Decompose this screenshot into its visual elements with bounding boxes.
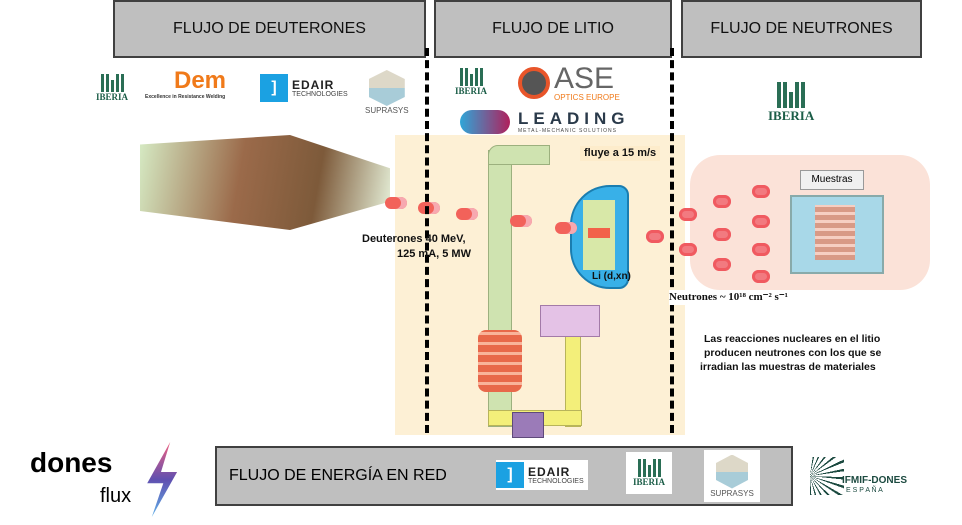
header-deuterons: FLUJO DE DEUTERONES xyxy=(113,0,426,58)
suprasys-logo: SUPRASYS xyxy=(365,70,409,115)
header-lithium: FLUJO DE LITIO xyxy=(434,0,672,58)
header-label: FLUJO DE LITIO xyxy=(492,20,614,37)
leading-text: LEADING xyxy=(518,109,630,128)
iberia-mark-icon xyxy=(777,82,806,108)
neutron-particle xyxy=(713,258,731,271)
suprasys-logo: SUPRASYS xyxy=(704,450,760,502)
deuteron-beam-particle xyxy=(510,215,532,227)
samples-label: Muestras xyxy=(800,170,864,190)
pump-coil xyxy=(478,330,522,392)
iberia-logo: IBERIA xyxy=(626,452,672,494)
neutron-particle xyxy=(752,243,770,256)
ase-subtext: OPTICS EUROPE xyxy=(554,93,620,102)
deuteron-beam-particle xyxy=(555,222,577,234)
ifmif-text: IFMIF-DONES xyxy=(842,475,907,486)
deuterons-label-line1: Deuterones 40 MeV, xyxy=(362,233,466,245)
iberia-mark-icon xyxy=(459,68,483,86)
dones-flux-logo: dones flux xyxy=(30,442,210,520)
leading-logo: LEADING METAL-MECHANIC SOLUTIONS xyxy=(460,109,630,135)
edair-mark-icon: ] xyxy=(260,74,288,102)
neutron-particle xyxy=(679,208,697,221)
ifmif-subtext: E S P A Ñ A xyxy=(846,487,883,494)
deuteron-beam-particle xyxy=(418,202,440,214)
edair-subtext: TECHNOLOGIES xyxy=(292,90,348,98)
iberia-text: IBERIA xyxy=(455,86,488,96)
lightning-bolt-icon xyxy=(147,442,178,517)
deuterons-label-line2: 125 mA, 5 MW xyxy=(397,248,471,260)
reaction-label: Li (d,xn) xyxy=(592,271,631,282)
edair-subtext: TECHNOLOGIES xyxy=(528,477,584,485)
iberia-text: IBERIA xyxy=(768,108,815,123)
heat-exchanger xyxy=(540,305,600,337)
lithium-background xyxy=(395,135,685,435)
lithium-speed-label: fluye a 15 m/s xyxy=(580,146,661,161)
energy-flow-label: FLUJO DE ENERGÍA EN RED xyxy=(229,467,447,484)
divider-left xyxy=(425,48,429,433)
flux-text: flux xyxy=(100,485,132,507)
iberia-mark-icon xyxy=(637,459,661,477)
description-line2: producen neutrones con los que se xyxy=(704,347,882,359)
accelerator-illustration xyxy=(140,135,390,230)
iberia-text: IBERIA xyxy=(632,477,665,487)
iberia-logo: IBERIA xyxy=(96,74,128,102)
dem-text: Dem xyxy=(173,67,227,94)
suprasys-mark-icon xyxy=(716,454,748,489)
neutron-particle xyxy=(752,215,770,228)
suprasys-text: SUPRASYS xyxy=(365,106,409,115)
samples-stack xyxy=(815,205,855,260)
neutron-particle xyxy=(752,185,770,198)
description-line3: irradian las muestras de materiales xyxy=(700,361,876,373)
header-label: FLUJO DE NEUTRONES xyxy=(710,20,893,37)
pump-base xyxy=(512,412,544,438)
edair-text: EDAIR xyxy=(528,464,571,479)
neutron-particle xyxy=(752,270,770,283)
header-neutrons: FLUJO DE NEUTRONES xyxy=(681,0,922,58)
deuteron-beam-particle xyxy=(456,208,478,220)
edair-text: EDAIR xyxy=(292,77,335,92)
target-center xyxy=(588,228,610,238)
dem-tagline: Excellence in Resistance Welding xyxy=(145,94,226,100)
neutron-flux-label: Neutrones ~ 10¹⁸ cm⁻² s⁻¹ xyxy=(669,290,808,305)
iberia-logo: IBERIA xyxy=(768,82,814,124)
neutron-particle xyxy=(713,228,731,241)
suprasys-text: SUPRASYS xyxy=(710,488,754,498)
neutron-particle xyxy=(646,230,664,243)
dem-logo: Dem Excellence in Resistance Welding xyxy=(145,67,255,101)
neutron-particle xyxy=(679,243,697,256)
description-line1: Las reacciones nucleares en el litio xyxy=(704,333,881,345)
leading-subtext: METAL-MECHANIC SOLUTIONS xyxy=(518,127,617,134)
dones-text: dones xyxy=(30,447,113,478)
iberia-mark-icon xyxy=(100,74,124,92)
edair-mark-icon: ] xyxy=(496,462,524,488)
iberia-logo: IBERIA xyxy=(455,68,487,96)
ase-logo: ASE OPTICS EUROPE xyxy=(518,64,620,102)
header-label: FLUJO DE DEUTERONES xyxy=(173,20,366,37)
leading-mark-icon xyxy=(460,110,510,135)
iberia-text: IBERIA xyxy=(96,92,129,102)
neutron-particle xyxy=(713,195,731,208)
sunburst-icon xyxy=(810,457,844,495)
deuteron-beam-particle xyxy=(385,197,407,209)
lithium-loop-top xyxy=(488,145,550,165)
ase-mark-icon xyxy=(518,67,550,99)
divider-right xyxy=(670,48,674,433)
ase-text: ASE xyxy=(554,62,615,95)
suprasys-mark-icon xyxy=(368,70,405,106)
ifmif-dones-logo: IFMIF-DONES E S P A Ñ A xyxy=(808,455,928,500)
